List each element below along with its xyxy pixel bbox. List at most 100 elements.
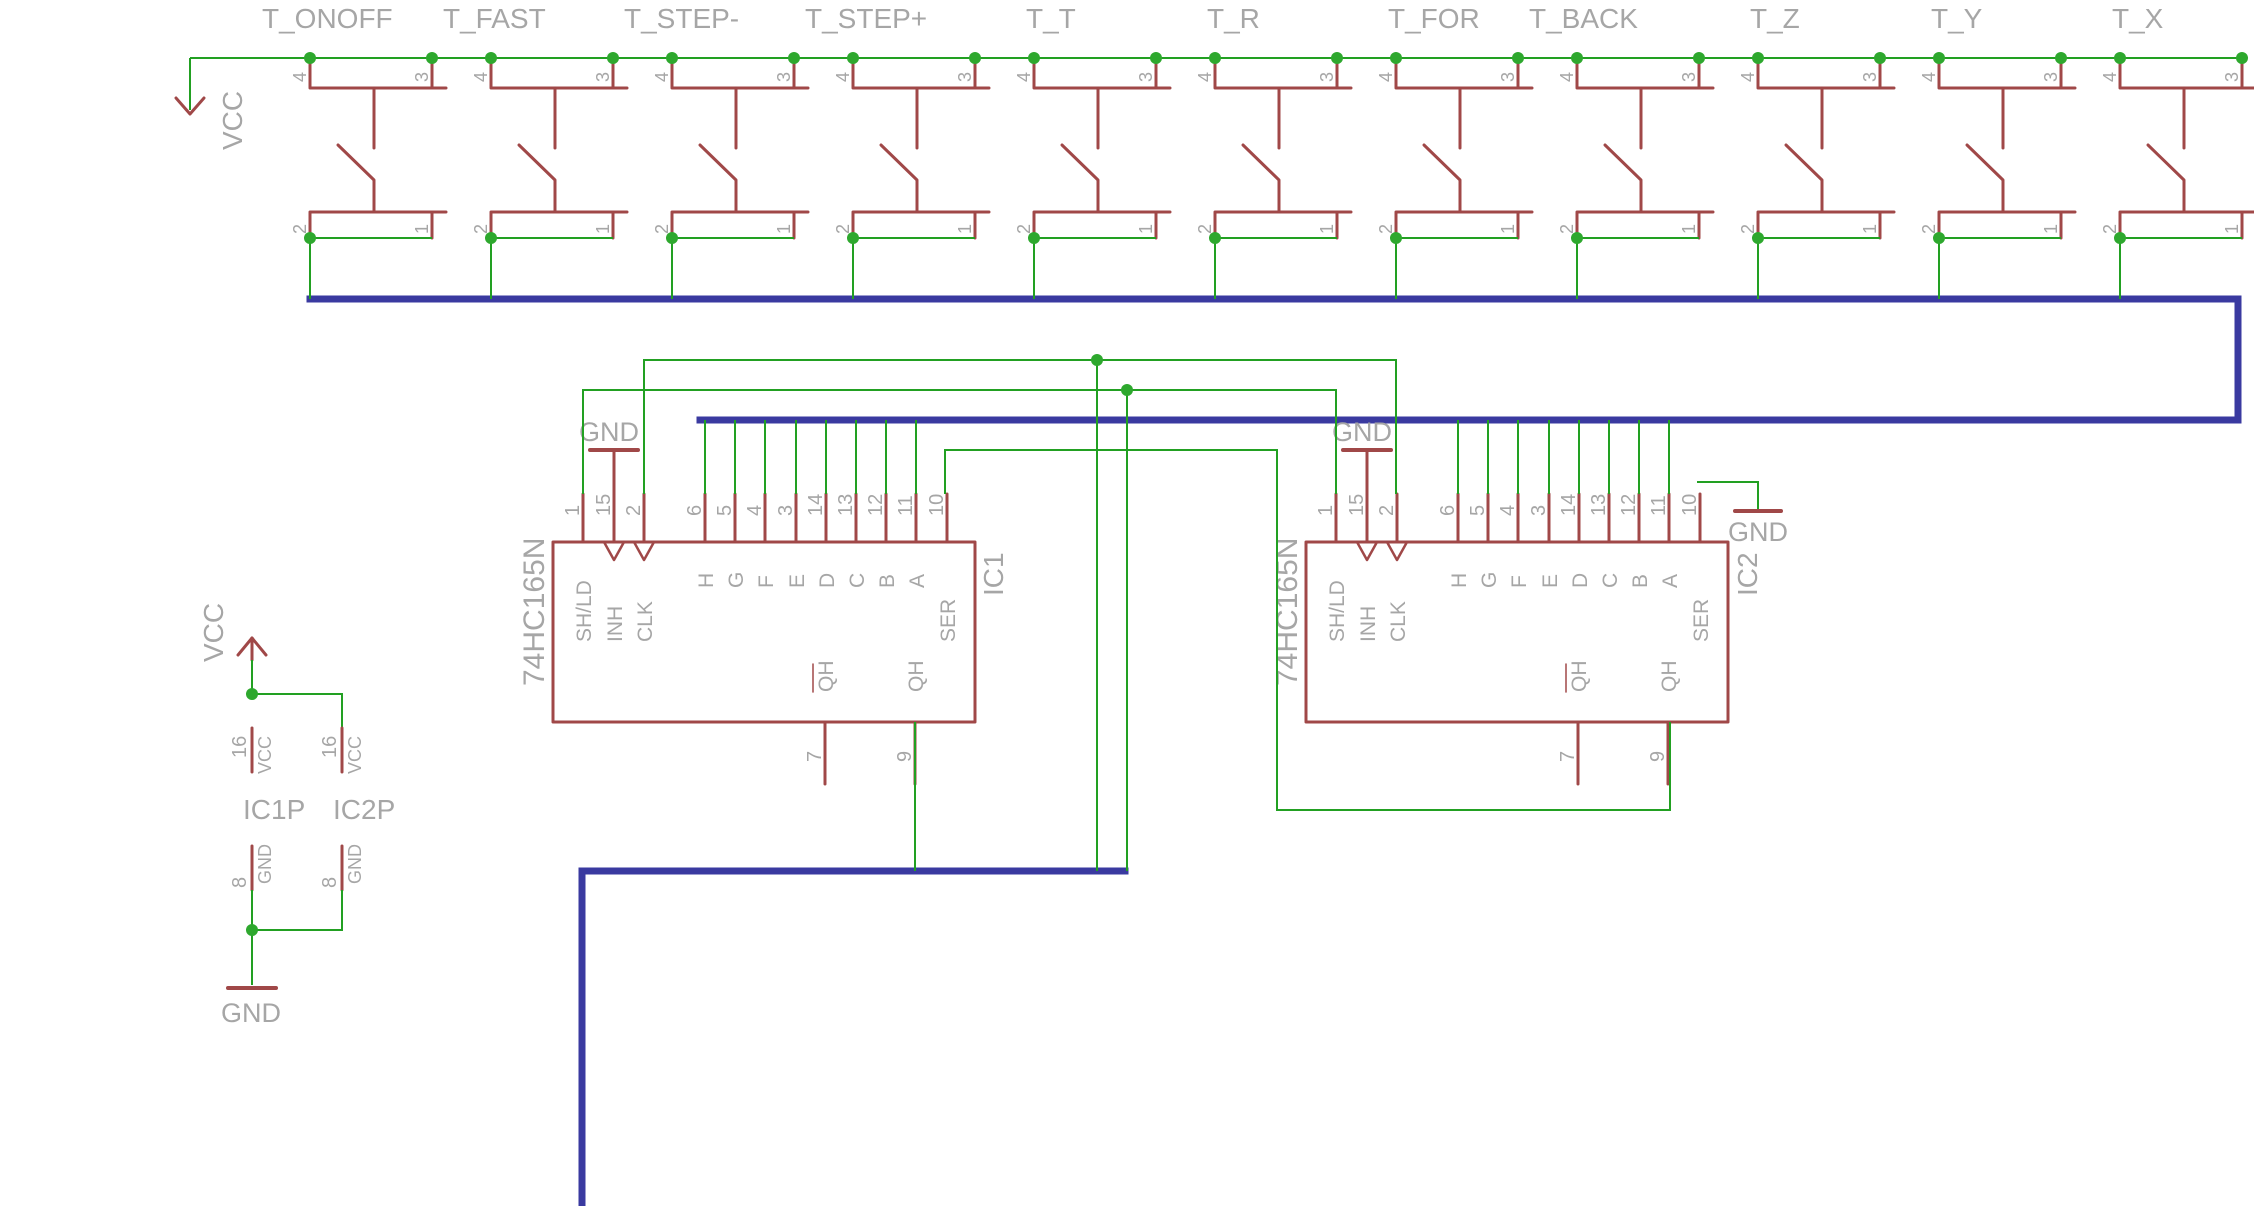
clock-triangle-icon — [1385, 540, 1409, 562]
switch-pin-num: 4 — [1014, 72, 1034, 82]
clock-triangle-icon — [1355, 540, 1379, 562]
switch-label: T_STEP+ — [805, 3, 927, 34]
ic2-pin-13: 13C — [1588, 420, 1622, 588]
ic1-name-label: IC1 — [978, 552, 1009, 596]
pin-number: 1 — [562, 505, 584, 516]
ic1p-vcc-label: VCC — [255, 736, 275, 774]
switch-out-junction — [1209, 232, 1221, 244]
pin-label: G — [1478, 572, 1501, 588]
switch-pin-num: 3 — [412, 72, 432, 82]
switch-actuator — [1241, 86, 1281, 214]
switch-vcc-junction — [1390, 52, 1402, 64]
switch-label: T_FOR — [1388, 3, 1480, 34]
vcc-top-label: VCC — [217, 91, 248, 150]
switch-vcc-junction — [2236, 52, 2248, 64]
switch-out-junction — [847, 232, 859, 244]
pin-label: C — [846, 573, 869, 588]
ic1-part-label: 74HC165N — [518, 538, 551, 686]
pin-label: G — [725, 572, 748, 588]
switch-pin-num: 3 — [2222, 72, 2242, 82]
ic1-pin-7: 7QH — [804, 661, 838, 786]
switch-out-junction — [485, 232, 497, 244]
pin-number: 6 — [1437, 505, 1459, 516]
ic2-pin-7: 7 QH — [1557, 661, 1591, 786]
switch-actuator — [336, 86, 376, 214]
switch-actuator — [2146, 86, 2186, 214]
pin-label: A — [906, 574, 929, 588]
switch-out-junction — [1933, 232, 1945, 244]
pin-number: 15 — [1346, 494, 1368, 516]
switch-pin-num: 2 — [1376, 224, 1396, 234]
pin-label: E — [1539, 574, 1562, 588]
switch-pin-num: 4 — [471, 72, 491, 82]
pin-number: 12 — [1618, 494, 1640, 516]
pin-number: 7 — [1557, 751, 1579, 762]
switch-label: T_T — [1026, 3, 1076, 34]
switch-pin-num: 2 — [1919, 224, 1939, 234]
switch-vcc-junction — [426, 52, 438, 64]
switch-vcc-junction — [1933, 52, 1945, 64]
ic1-pin-3: 3E — [775, 420, 809, 588]
vcc-left-label: VCC — [198, 603, 229, 662]
switch-pin-num: 1 — [593, 224, 613, 234]
ic1-pin-12: 12B — [865, 420, 899, 588]
pin-label: B — [1629, 574, 1652, 588]
pin-label: SER — [1690, 599, 1713, 642]
pin-number: 7 — [804, 751, 826, 762]
pin-label: B — [876, 574, 899, 588]
switch-pin-num: 1 — [1498, 224, 1518, 234]
pin-number: 5 — [1467, 505, 1489, 516]
switch-vcc-junction — [2114, 52, 2126, 64]
switch-out-junction — [2114, 232, 2126, 244]
switch-vcc-junction — [1331, 52, 1343, 64]
pin-label: QH — [1568, 661, 1591, 693]
pin-number: 3 — [1528, 505, 1550, 516]
switch-actuator — [698, 86, 738, 214]
ic1: 74HC165N IC1 1SH/LD15INH2CLK6H5G4F3E14D1… — [518, 417, 1009, 786]
pin-number: 4 — [744, 505, 766, 516]
ic1-pin-14: 14D — [805, 420, 839, 588]
pin-number: 1 — [1315, 505, 1337, 516]
vcc-left-junction — [246, 688, 258, 700]
switch-vcc-junction — [1693, 52, 1705, 64]
switch-actuator — [1784, 86, 1824, 214]
pin-number: 2 — [1376, 505, 1398, 516]
pin-number: 10 — [1679, 494, 1701, 516]
switch-pin-num: 4 — [2100, 72, 2120, 82]
switch-vcc-junction — [485, 52, 497, 64]
switch-vcc-junction — [1209, 52, 1221, 64]
switch-pin-num: 4 — [1376, 72, 1396, 82]
switch-pin-num: 2 — [2100, 224, 2120, 234]
switch-vcc-junction — [1028, 52, 1040, 64]
switch-pin-num: 2 — [1195, 224, 1215, 234]
ic1-gnd-label: GND — [579, 417, 639, 447]
pin-label: INH — [604, 606, 627, 642]
pin-label: QH — [1658, 661, 1681, 693]
switch-out-junction — [1390, 232, 1402, 244]
switch-pin-num: 2 — [1738, 224, 1758, 234]
pin-number: 12 — [865, 494, 887, 516]
switch-label: T_Y — [1931, 3, 1983, 34]
pin-number: 10 — [926, 494, 948, 516]
pin-number: 5 — [714, 505, 736, 516]
ic1-pin-11: 11A — [895, 420, 929, 588]
pin-label: D — [816, 573, 839, 588]
switch-label: T_Z — [1750, 3, 1800, 34]
ic2p-vcc-num: 16 — [319, 736, 341, 758]
switch-vcc-junction — [847, 52, 859, 64]
pin-label: H — [1448, 573, 1471, 588]
switch-pin-num: 4 — [1738, 72, 1758, 82]
ic2-gnd-label: GND — [1332, 417, 1392, 447]
gnd-left-junction — [246, 924, 258, 936]
switch-pin-num: 3 — [1136, 72, 1156, 82]
switch-pin-num: 3 — [1317, 72, 1337, 82]
